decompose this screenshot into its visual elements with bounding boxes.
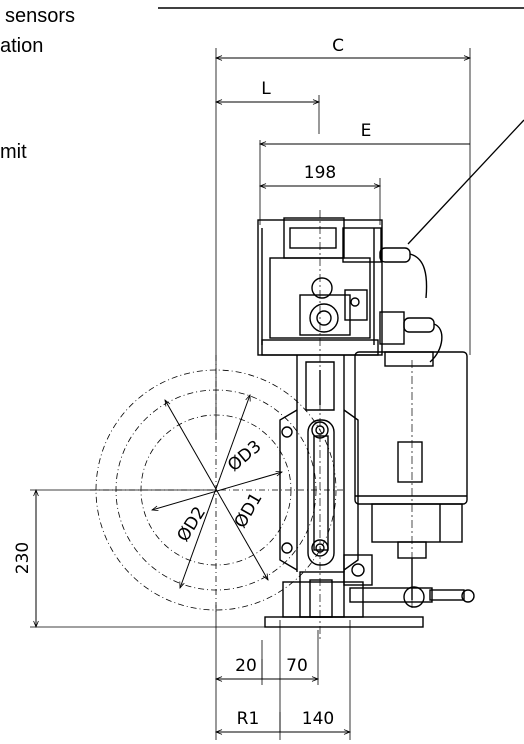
dim-70-label: 70 [286,656,308,676]
diameter-lines [150,394,284,589]
dim-198-label: 198 [304,163,336,183]
dim-r1-label: R1 [237,709,260,729]
extension-lines [30,48,471,740]
dimension-lines [33,55,472,735]
caption-line-ation: ation [0,35,44,57]
machine-centerlines [319,210,413,640]
dim-140-label: 140 [302,709,334,729]
caption-line-sensors: sensors [5,5,76,27]
dim-od2-label: ØD2 [173,503,210,545]
dim-od3-label: ØD3 [224,437,265,476]
dim-e-label: E [361,121,372,141]
dim-od1-label: ØD1 [231,489,267,531]
dim-c-label: C [332,36,344,56]
caption-line-mit: mit [0,141,27,163]
dim-l-label: L [261,79,271,99]
dim-230-label: 230 [13,542,33,574]
machine-assembly [257,217,475,628]
leader-line [407,119,524,245]
dim-20-label: 20 [235,656,257,676]
